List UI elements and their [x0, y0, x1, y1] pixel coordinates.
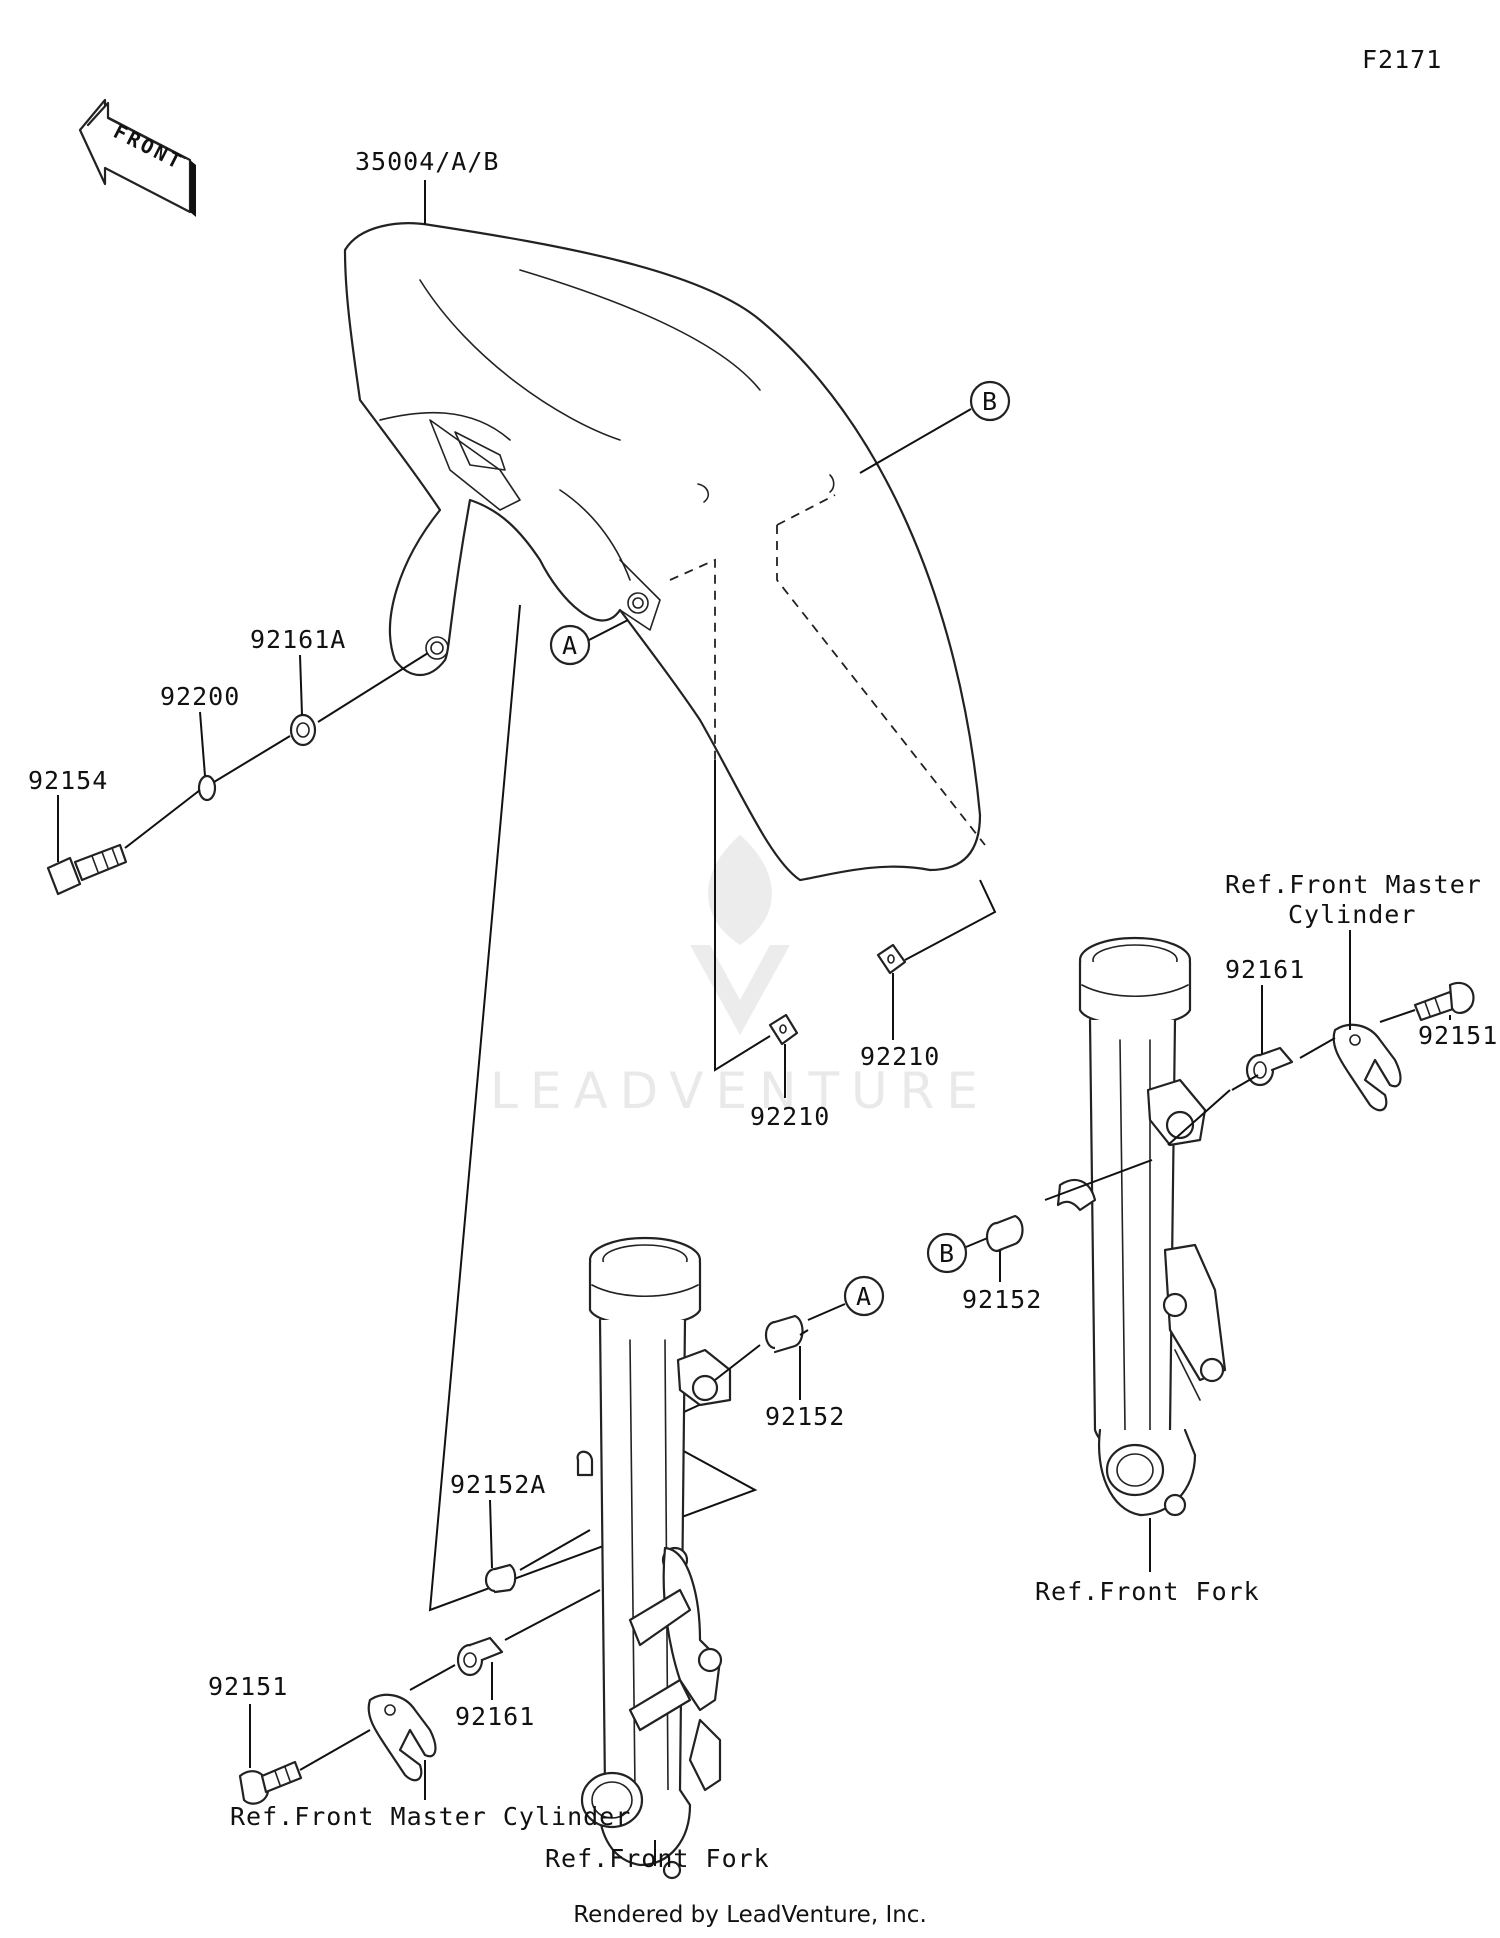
front-fork-right	[1056, 936, 1227, 1517]
bolt-92151-right	[1413, 981, 1475, 1022]
collar-92152a	[484, 1563, 517, 1594]
grommet-92161a	[289, 713, 317, 747]
svg-text:A: A	[856, 1282, 872, 1311]
assembly-line-fork-right	[1044, 1089, 1231, 1201]
ref-front-fork-right: Ref.Front Fork	[1035, 1577, 1260, 1606]
assembly-line-bottom-fixings	[299, 1589, 601, 1771]
leader-92152a	[489, 1499, 493, 1569]
svg-text:A: A	[562, 631, 578, 660]
assembly-line-right-fixings	[1231, 1009, 1416, 1091]
grommet-92161-right	[1245, 1046, 1294, 1087]
leader-92200	[199, 711, 206, 777]
callout-b-bottom: B	[926, 1232, 968, 1274]
label-92152a: 92152A	[450, 1470, 546, 1499]
svg-text:B: B	[939, 1239, 955, 1268]
collar-92152-center	[764, 1314, 804, 1354]
assembly-line-nut-center	[714, 760, 771, 1072]
label-92154: 92154	[28, 766, 108, 795]
leader-a-top	[588, 619, 629, 641]
front-fender	[343, 222, 982, 882]
assembly-line-left	[124, 652, 429, 849]
leader-b-top	[859, 408, 972, 474]
ref-front-fork-bottom: Ref.Front Fork	[545, 1844, 770, 1873]
watermark: LEADVENTURE	[490, 835, 990, 1120]
nut-92210-center	[768, 1013, 799, 1046]
washer-92200	[197, 774, 217, 802]
figure-code: F2171	[1362, 45, 1442, 74]
clamp-right	[1332, 1023, 1402, 1112]
label-92161-right: 92161	[1225, 955, 1305, 984]
leader-a-bottom	[807, 1303, 846, 1321]
label-92151-bottom: 92151	[208, 1672, 288, 1701]
label-35004: 35004/A/B	[355, 147, 499, 176]
ref-master-cylinder-right-2: Cylinder	[1288, 900, 1416, 929]
bolt-92154	[46, 843, 128, 896]
bolt-92151-bottom	[238, 1760, 303, 1805]
label-92152-right: 92152	[962, 1285, 1042, 1314]
label-92151-right: 92151	[1418, 1021, 1498, 1050]
nut-92210-right	[876, 943, 907, 975]
clamp-bottom	[367, 1693, 437, 1782]
ref-master-cylinder-bottom: Ref.Front Master Cylinder	[230, 1802, 631, 1831]
collar-92152-right	[985, 1214, 1024, 1253]
watermark-text: LEADVENTURE	[490, 1062, 990, 1120]
hidden-line-left	[669, 558, 716, 760]
front-fork-bottom	[576, 1236, 732, 1880]
watermark-flame-icon	[708, 835, 772, 945]
callout-b-top: B	[969, 380, 1011, 422]
assembly-line-collar-small	[519, 1529, 591, 1571]
ref-master-cylinder-right-1: Ref.Front Master	[1225, 870, 1482, 899]
grommet-92161-bottom	[456, 1636, 504, 1677]
label-92152-center: 92152	[765, 1402, 845, 1431]
label-92161a: 92161A	[250, 625, 346, 654]
footer-credit: Rendered by LeadVenture, Inc.	[573, 1902, 927, 1928]
label-92200: 92200	[160, 682, 240, 711]
assembly-line-collar-center	[714, 1329, 809, 1381]
label-92210-right: 92210	[860, 1042, 940, 1071]
callout-a-top: A	[549, 624, 591, 666]
label-92210-center: 92210	[750, 1102, 830, 1131]
label-92161-bottom: 92161	[455, 1702, 535, 1731]
callout-a-bottom: A	[843, 1275, 885, 1317]
leader-92161a	[299, 654, 303, 716]
hidden-line-right	[776, 494, 986, 846]
svg-text:B: B	[982, 387, 998, 416]
assembly-line-nut-right	[904, 879, 997, 961]
front-arrow-icon: FRONT	[78, 98, 196, 217]
